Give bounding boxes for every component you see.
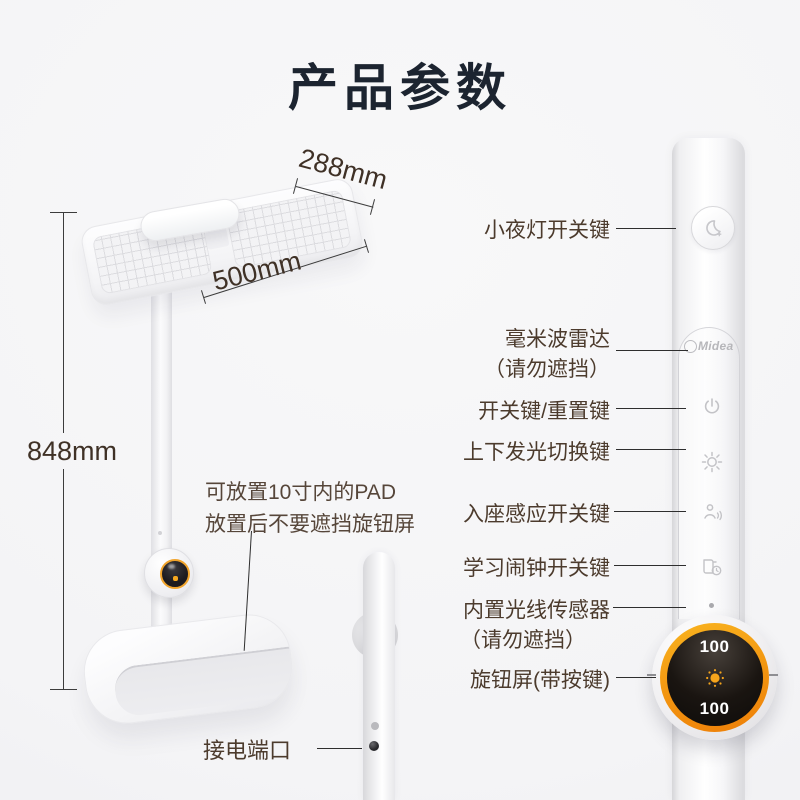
- knob-screen: 100 100: [666, 629, 763, 726]
- dim-line-848-upper: [63, 213, 65, 433]
- knob-tick-left: [647, 674, 656, 676]
- callout-light-switch: 上下发光切换键: [463, 441, 610, 464]
- person-sensing-icon: [702, 501, 724, 523]
- callout-radar: 毫米波雷达 （请勿遮挡）: [484, 325, 610, 385]
- leader-light-switch: [616, 449, 686, 451]
- screen-orange-dot: [173, 576, 178, 581]
- night-light-button: [691, 206, 735, 250]
- callout-power: 开关键/重置键: [478, 400, 610, 423]
- callout-light-sensor-label: 内置光线传感器: [463, 599, 610, 622]
- leader-power: [616, 408, 686, 410]
- knob-small-screen: [160, 559, 190, 589]
- callout-light-sensor: 内置光线传感器 （请勿遮挡）: [460, 596, 610, 656]
- callout-light-sensor-note: （请勿遮挡）: [460, 629, 586, 652]
- power-port-label: 接电端口: [203, 738, 292, 763]
- pad-tray: [112, 643, 297, 718]
- pad-note: 可放置10寸内的PAD 放置后不要遮挡旋钮屏: [205, 477, 415, 541]
- power-port-hole: [369, 741, 379, 751]
- knob-display: 100 100: [652, 615, 777, 740]
- pad-note-line1: 可放置10寸内的PAD: [205, 481, 396, 504]
- book-clock-icon: [700, 555, 724, 579]
- brand-text: Midea: [698, 339, 734, 353]
- leader-seat-sensing: [614, 511, 686, 513]
- leader-night-light: [616, 228, 676, 230]
- leader-knob: [616, 677, 656, 679]
- callout-knob: 旋钮屏(带按键): [470, 669, 610, 692]
- knob-orange-ring: 100 100: [660, 623, 769, 732]
- page-title: 产品参数: [288, 60, 512, 116]
- port-hole-upper: [371, 722, 379, 730]
- leader-radar: [616, 350, 688, 352]
- knob-side-small: [144, 548, 194, 598]
- knob-top-value: 100: [699, 636, 730, 656]
- dim-height-label: 848mm: [27, 436, 118, 466]
- moon-icon: [706, 220, 722, 237]
- dim-line-848-lower: [63, 469, 65, 689]
- callout-seat-sensing: 入座感应开关键: [463, 503, 610, 526]
- pad-note-line2: 放置后不要遮挡旋钮屏: [205, 513, 415, 536]
- callout-radar-note: （请勿遮挡）: [484, 358, 610, 381]
- brightness-sun-icon: [705, 668, 724, 687]
- callout-alarm: 学习闹钟开关键: [463, 557, 610, 580]
- lamp-base: [79, 609, 297, 729]
- light-sensor-dot: [709, 603, 714, 608]
- dim-tick: [369, 199, 376, 215]
- sun-icon: [700, 450, 724, 474]
- dim-cap-top: [50, 212, 77, 214]
- leader-alarm: [614, 565, 686, 567]
- callout-radar-label: 毫米波雷达: [505, 328, 610, 351]
- dim-cap-bottom: [50, 689, 77, 691]
- power-icon: [701, 396, 723, 418]
- button-panel: [678, 327, 740, 619]
- pole-side-view: [363, 552, 395, 800]
- knob-bottom-value: 100: [699, 698, 730, 718]
- brand-logo: Midea: [684, 338, 736, 354]
- knob-tick-right: [769, 674, 778, 676]
- leader-light-sensor: [613, 607, 686, 609]
- screen-glint: [168, 564, 175, 569]
- pole-detail-dot: [158, 531, 162, 535]
- callout-night-light: 小夜灯开关键: [484, 219, 610, 242]
- power-port-leader: [317, 748, 362, 750]
